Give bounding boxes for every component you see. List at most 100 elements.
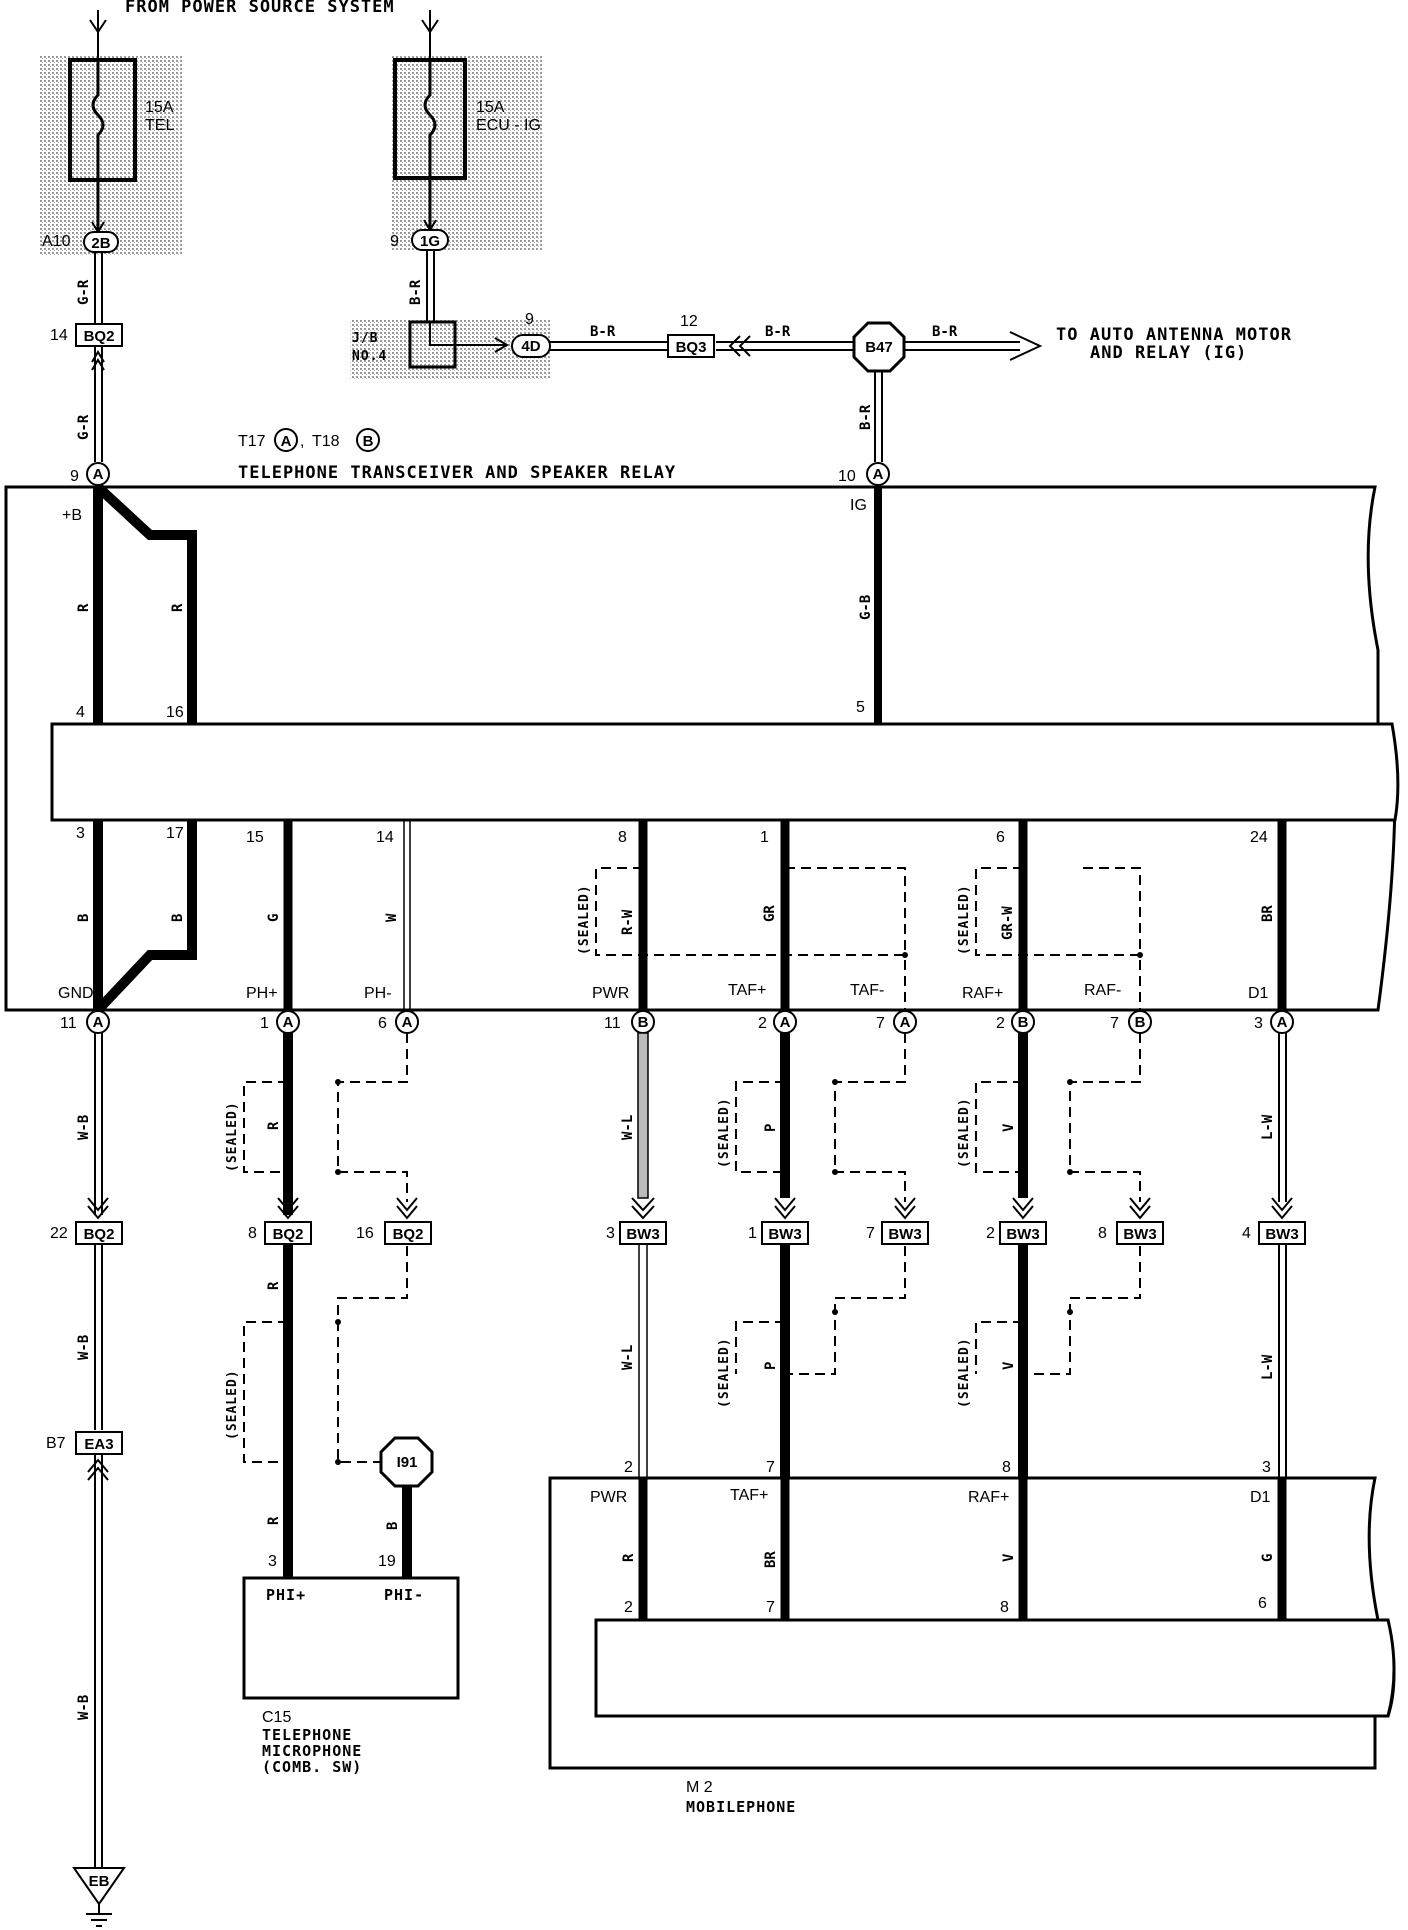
mic-line1: TELEPHONE xyxy=(262,1726,352,1744)
connector-bq2-22: 22 BQ2 xyxy=(50,1221,123,1245)
bq3-pin: 12 xyxy=(680,313,698,330)
c4d-pin: 9 xyxy=(525,311,534,328)
m2-pin-6: 6 xyxy=(1258,1595,1267,1612)
jb-line1: J/B xyxy=(352,331,378,346)
bq2-22-pin: 22 xyxy=(50,1225,68,1242)
wire-color-p-1: P xyxy=(763,1124,779,1132)
wire-color-r-6: R xyxy=(621,1553,637,1562)
pin-ph-plus: PH+ xyxy=(246,985,278,1002)
wire-color-b-3: B xyxy=(385,1522,401,1530)
ea3-label: EA3 xyxy=(84,1436,113,1453)
wire-raf-plus xyxy=(1012,1033,1034,1478)
junction-block-4: J/B NO.4 xyxy=(352,320,509,369)
m2-raf-plus: RAF+ xyxy=(968,1489,1009,1506)
junction-b47: B47 xyxy=(852,321,906,373)
t-pin-9-letter: A xyxy=(93,466,104,483)
wire-d1-lw xyxy=(1271,1033,1293,1478)
m2-d1: D1 xyxy=(1250,1489,1271,1506)
pin-ig: IG xyxy=(850,497,867,514)
connector-bq2-8: 8 BQ2 xyxy=(248,1221,312,1245)
bw3-8-pin: 8 xyxy=(1098,1225,1107,1242)
wire-color-wl-2: W-L xyxy=(620,1345,636,1370)
bp-1a-letter: A xyxy=(283,1014,294,1031)
wire-color-wb-2: W-B xyxy=(76,1335,92,1360)
bw3-7-label: BW3 xyxy=(888,1226,921,1243)
bw3-1-pin: 1 xyxy=(748,1225,757,1242)
bp-11a: 11 xyxy=(60,1015,77,1032)
power-source-label: FROM POWER SOURCE SYSTEM xyxy=(125,0,395,17)
mic-pin-3: 3 xyxy=(268,1553,277,1570)
c1g-label: 1G xyxy=(420,233,440,250)
pin-taf-plus: TAF+ xyxy=(728,982,766,999)
wire-color-p-2: P xyxy=(763,1362,779,1370)
fuse-tel: 15A TEL xyxy=(68,58,174,182)
wire-color-r-2: R xyxy=(170,603,186,612)
bp-11b-letter: B xyxy=(638,1014,649,1031)
bq2-8-pin: 8 xyxy=(248,1225,257,1242)
wire-color-b-1: B xyxy=(76,914,92,922)
bq2-16-label: BQ2 xyxy=(393,1226,424,1243)
bp-11a-letter: A xyxy=(93,1014,104,1031)
connector-ea3: B7 EA3 xyxy=(46,1431,123,1455)
t18-label: T18 xyxy=(312,433,340,450)
pin-8: 8 xyxy=(618,829,627,846)
pin-15: 15 xyxy=(246,829,264,846)
bq2-22-label: BQ2 xyxy=(84,1226,115,1243)
transceiver-bottom-pins: 11 A 1 A 6 A 11 B 2 A 7 A 2 B 7 B 3 A xyxy=(60,1010,1294,1034)
wire-color-gb: G-B xyxy=(858,595,874,620)
conn-2b: 2B xyxy=(91,235,110,252)
pin-d1: D1 xyxy=(1248,985,1269,1002)
mobilephone-inner-band xyxy=(594,1618,1396,1718)
to-antenna-line2: AND RELAY (IG) xyxy=(1090,343,1247,363)
pin-b-plus: +B xyxy=(62,507,82,524)
bw3-3-label: BW3 xyxy=(626,1226,659,1243)
ea3-pin: B7 xyxy=(46,1435,66,1452)
m2-pin-8: 8 xyxy=(1000,1599,1009,1616)
m2-ref: M 2 xyxy=(686,1779,713,1796)
fuse-tel-name: TEL xyxy=(145,117,174,134)
m2-pin-2: 2 xyxy=(624,1599,633,1616)
sealed-label-7: (SEALED) xyxy=(957,1097,972,1168)
bw3-4-pin: 4 xyxy=(1242,1225,1251,1242)
wire-color-w: W xyxy=(384,913,400,922)
wire-color-br-1: B-R xyxy=(408,279,424,305)
sealed-label-8: (SEALED) xyxy=(957,1337,972,1408)
pin-1: 1 xyxy=(760,829,769,846)
t-pin-10-letter: A xyxy=(873,466,884,483)
i91-label: I91 xyxy=(397,1454,418,1471)
bq3-label: BQ3 xyxy=(676,339,707,356)
wire-color-r-5: R xyxy=(266,1516,282,1525)
sealed-boxes-transceiver xyxy=(595,867,1141,956)
wire-color-lw-1: L-W xyxy=(1260,1114,1276,1140)
pin-gnd: GND xyxy=(58,985,94,1002)
bq2-16-pin: 16 xyxy=(356,1225,374,1242)
pin-16: 16 xyxy=(166,704,184,721)
bp-2b-letter: B xyxy=(1018,1014,1029,1031)
bp-3a-letter: A xyxy=(1277,1014,1288,1031)
sealed-label-4: (SEALED) xyxy=(225,1369,240,1440)
bp-7b-letter: B xyxy=(1135,1014,1146,1031)
pin-14: 14 xyxy=(376,829,394,846)
wire-color-gr-2: G-R xyxy=(76,414,92,440)
mic-line2: MICROPHONE xyxy=(262,1742,362,1760)
b47-label: B47 xyxy=(865,339,893,356)
wire-color-v-1: V xyxy=(1001,1123,1017,1132)
wire-taf-minus-shield xyxy=(735,1033,906,1375)
sealed-label-6: (SEALED) xyxy=(717,1337,732,1408)
wire-color-r-4: R xyxy=(266,1281,282,1290)
raf-minus-arrows xyxy=(1129,1197,1151,1220)
mic-line3: (COMB. SW) xyxy=(262,1758,362,1776)
bq2-8-label: BQ2 xyxy=(273,1226,304,1243)
ground-eb: EB xyxy=(72,1867,126,1927)
fuse-ecu-name: ECU - IG xyxy=(476,117,541,134)
fuse-tel-rating: 15A xyxy=(145,99,174,116)
bw3-2-pin: 2 xyxy=(986,1225,995,1242)
transceiver-title: TELEPHONE TRANSCEIVER AND SPEAKER RELAY xyxy=(238,463,676,483)
t18-circle-letter: B xyxy=(363,433,374,450)
wire-color-r-1: R xyxy=(76,603,92,612)
pin-ph-minus: PH- xyxy=(364,985,392,1002)
m2-taf-plus: TAF+ xyxy=(730,1487,768,1504)
wire-color-rw: R-W xyxy=(620,909,636,935)
m2-pin-7: 7 xyxy=(766,1599,775,1616)
t-pin-10: 10 xyxy=(838,468,856,485)
